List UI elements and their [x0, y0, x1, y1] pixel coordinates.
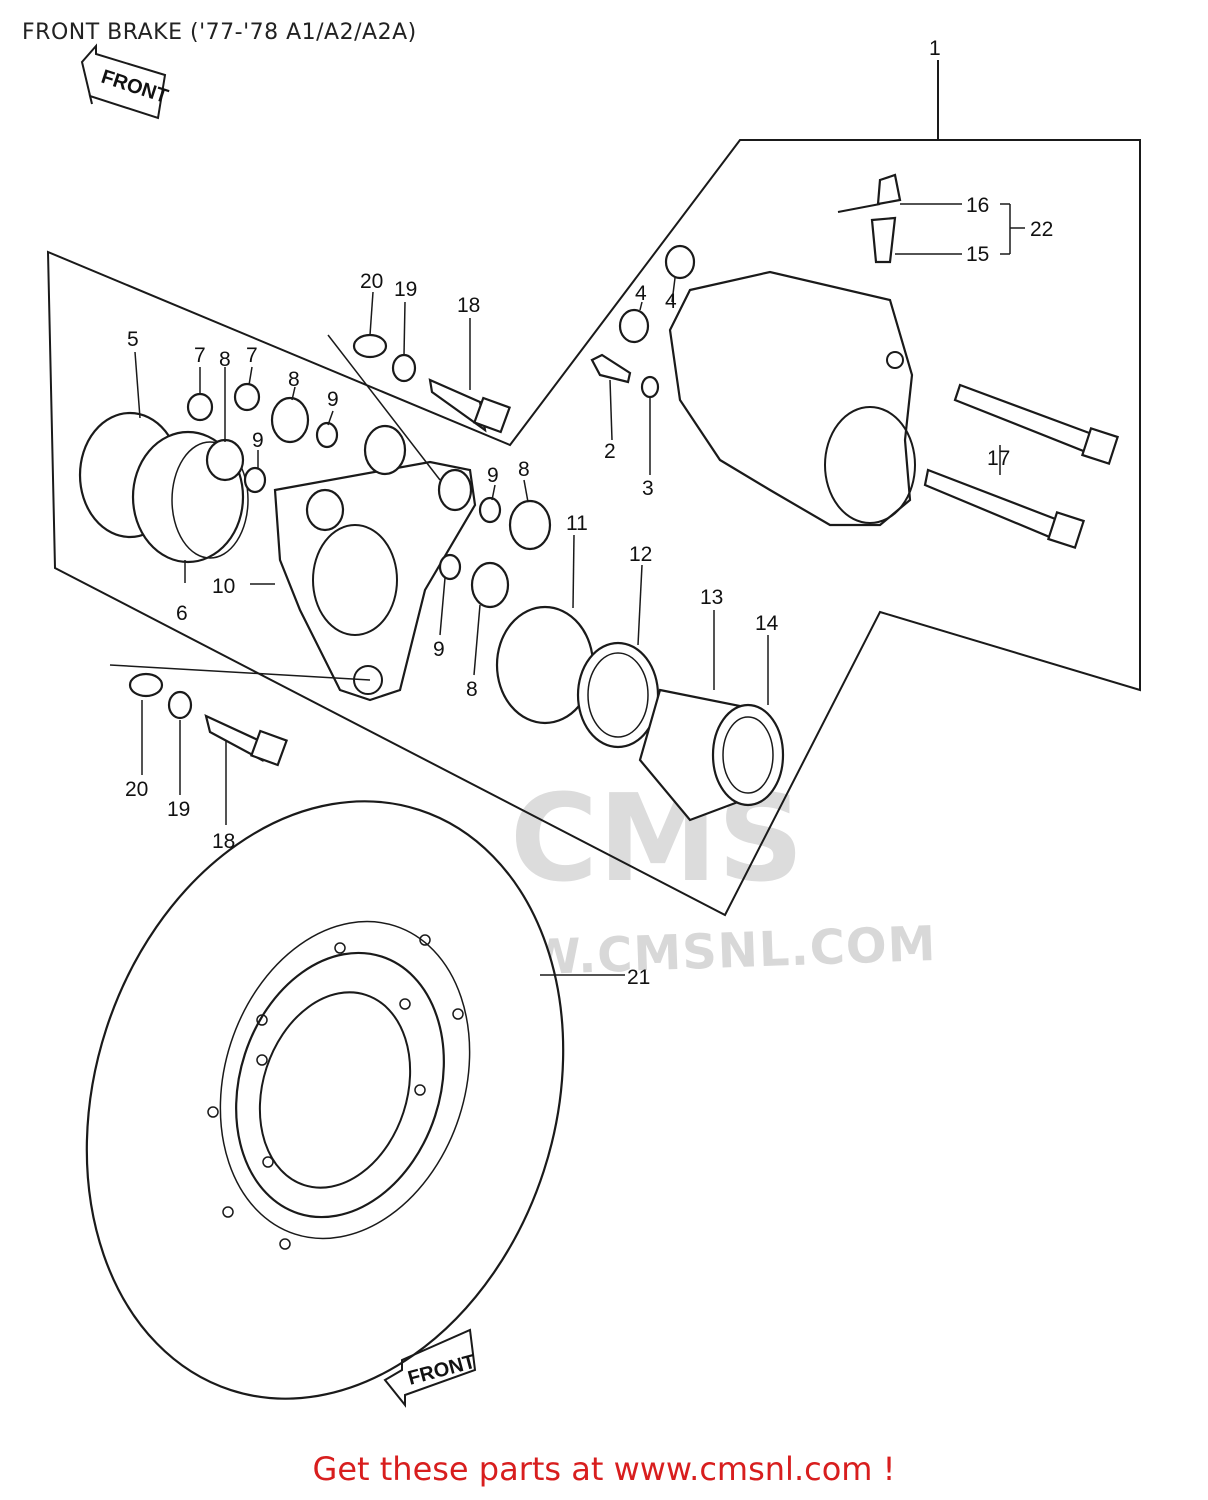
front-arrow-bottom-label: FRONT: [406, 1351, 478, 1390]
brake-pad-left: [78, 411, 249, 564]
caliper-body: [668, 270, 916, 527]
front-arrow-top: FRONT: [80, 43, 171, 120]
callout-17: 17: [987, 447, 1010, 470]
callout-14: 14: [755, 612, 779, 635]
callout-8c: 8: [518, 458, 530, 481]
assembly-outline: [46, 139, 1141, 917]
disc-holes: [207, 934, 464, 1250]
bolt-top: [352, 333, 512, 434]
callout-8a: 8: [219, 348, 231, 371]
leader-lines: [109, 203, 1025, 976]
exploded-parts-drawing: FRONT FRONT: [46, 37, 1141, 1408]
callout-19b: 19: [167, 798, 190, 821]
piston-assembly: [495, 605, 785, 822]
diagram-title: FRONT BRAKE ('77-'78 A1/A2/A2A): [22, 20, 417, 45]
callout-3: 3: [642, 477, 654, 500]
callout-10: 10: [212, 575, 235, 598]
promo-link-text[interactable]: Get these parts at www.cmsnl.com !: [312, 1450, 896, 1488]
callout-9d: 9: [433, 638, 445, 661]
callout-20b: 20: [125, 778, 148, 801]
callout-20a: 20: [360, 270, 383, 293]
callout-13: 13: [700, 586, 723, 609]
callout-1: 1: [929, 37, 941, 60]
bleeder-valve: [837, 173, 902, 264]
callout-9c: 9: [487, 464, 499, 487]
callout-9a: 9: [327, 388, 339, 411]
brake-disc: [85, 800, 565, 1400]
callout-11: 11: [566, 512, 588, 535]
callout-16: 16: [966, 194, 989, 217]
callout-7a: 7: [194, 344, 206, 367]
callout-labels: 1 2 3 4 4 5 6 7 7 8 8 8 8 9 9 9 9 10 11 …: [125, 37, 1053, 989]
callout-21: 21: [627, 966, 650, 989]
callout-4b: 4: [665, 290, 677, 313]
small-parts: [186, 382, 552, 609]
callout-5: 5: [127, 328, 139, 351]
callout-12: 12: [629, 543, 652, 566]
callout-18a: 18: [457, 294, 480, 317]
callout-18b: 18: [212, 830, 235, 853]
caliper-bolts: [923, 383, 1120, 550]
callout-8b: 8: [288, 368, 300, 391]
callout-9b: 9: [252, 429, 264, 452]
callout-8d: 8: [466, 678, 478, 701]
callout-6: 6: [176, 602, 188, 625]
bolt-bottom: [128, 672, 289, 767]
callout-22: 22: [1030, 218, 1053, 241]
callout-2: 2: [604, 440, 616, 463]
hardware-small: [590, 244, 696, 399]
callout-4a: 4: [635, 282, 647, 305]
callout-15: 15: [966, 243, 989, 266]
callout-19a: 19: [394, 278, 417, 301]
callout-7b: 7: [246, 344, 258, 367]
